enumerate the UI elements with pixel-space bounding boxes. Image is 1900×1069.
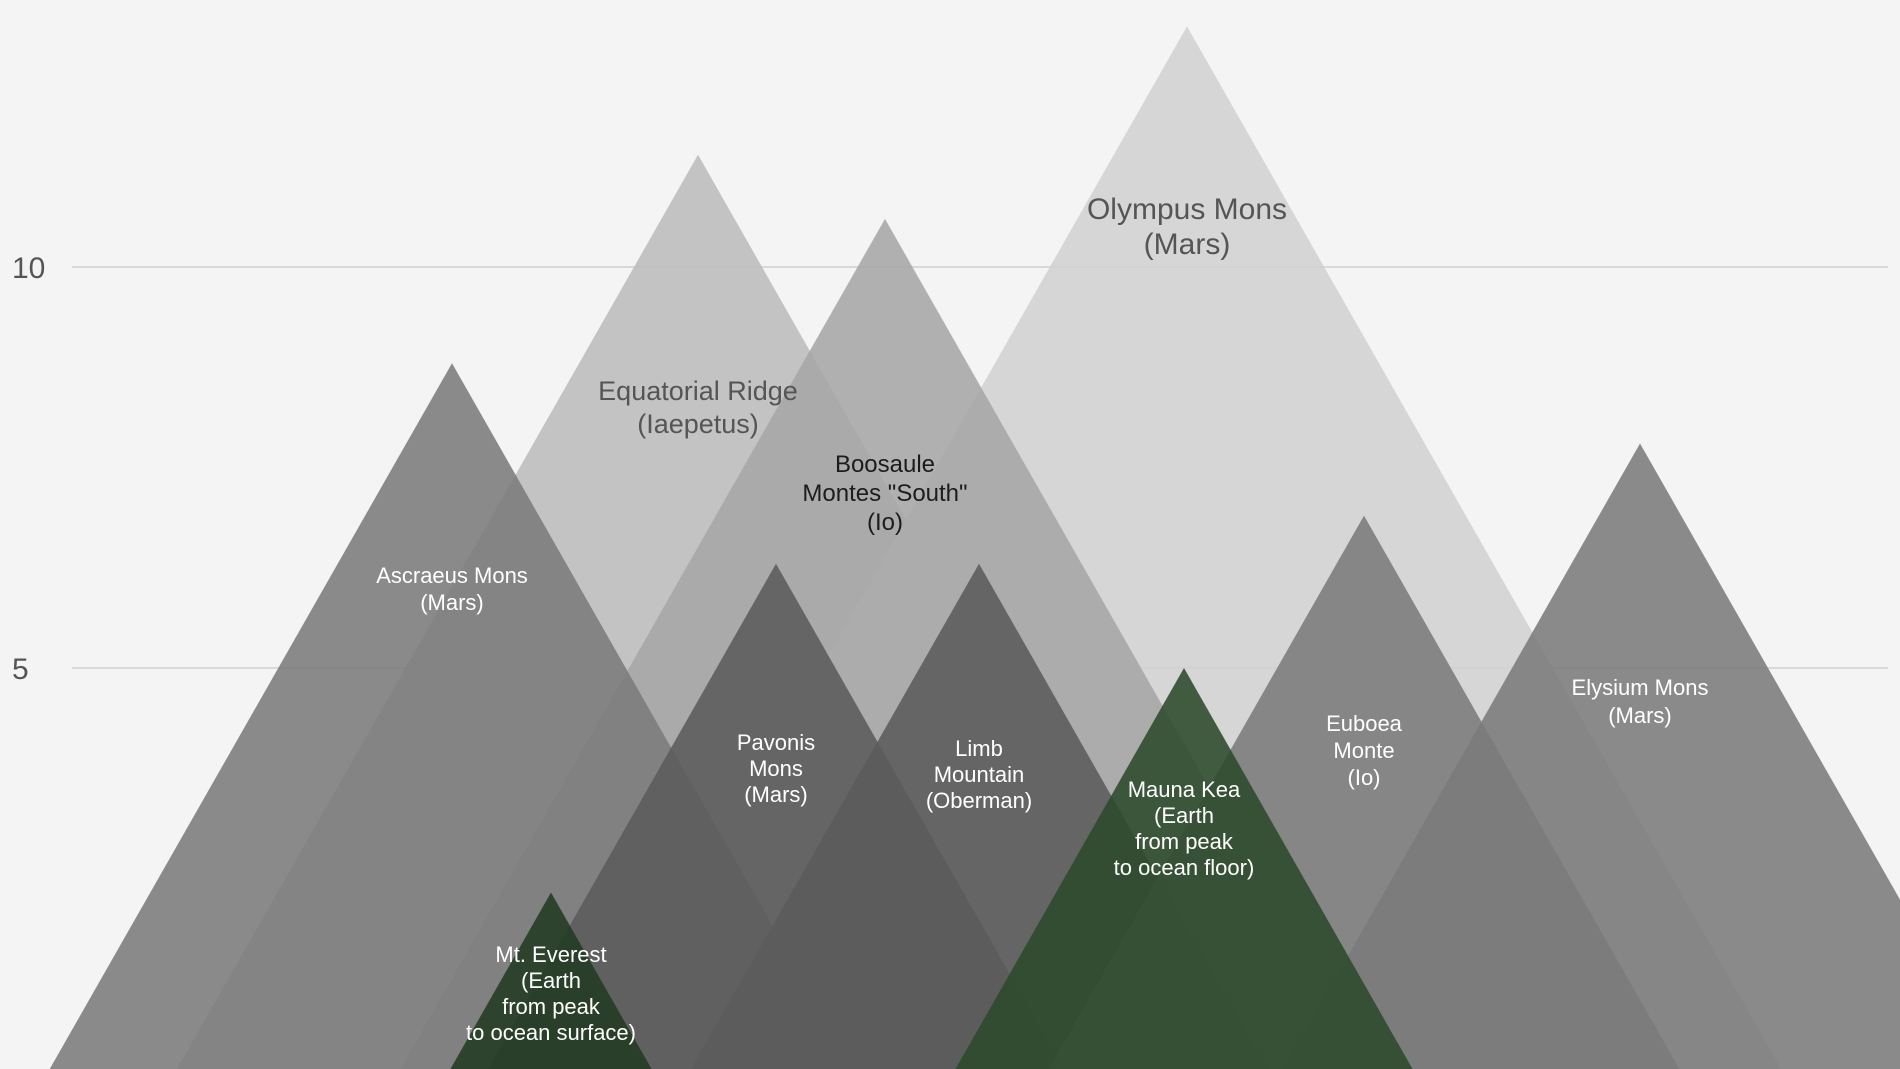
mountain-label-line: (Earth [521,968,581,993]
mountain-label-line: Limb [955,736,1003,761]
y-tick-label-10: 10 [12,252,45,285]
mountain-label-line: Elysium Mons [1572,675,1709,700]
mountain-label-line: (Mars) [744,782,808,807]
label-layer: Equatorial Ridge(Iaepetus)Olympus Mons(M… [376,193,1708,1045]
mountain-label-2: Olympus Mons(Mars) [1087,193,1287,261]
mountain-triangle-10 [450,892,652,1069]
mountain-label-8: Elysium Mons (Mars) [1572,675,1709,728]
mountain-label-line: (Earth [1154,803,1214,828]
mountain-layer [49,26,1900,1069]
mountain-label-line: (Mars) [1144,228,1231,261]
mountain-label-line: (Mars) [420,590,484,615]
mountain-triangle-9 [955,668,1413,1069]
mountain-label-line: (Iaepetus) [637,409,759,439]
mountain-label-line: Mauna Kea [1128,777,1241,802]
mountain-label-line: Equatorial Ridge [598,376,798,406]
mountain-label-4: Ascraeus Mons(Mars) [376,563,528,615]
y-tick-label-5: 5 [12,653,29,686]
mountain-label-line: Mons [749,756,803,781]
mountain-label-line: Boosaule [835,451,935,478]
mountain-label-line: Mt. Everest [495,942,606,967]
mountain-label-line: from peak [1135,829,1234,854]
mountain-label-line: Monte [1333,738,1394,763]
mountain-label-line: (Io) [867,509,903,536]
mountain-label-line: from peak [502,994,601,1019]
mountain-label-line: Olympus Mons [1087,193,1287,226]
mountain-label-line: Pavonis [737,730,815,755]
mountain-label-line: (Oberman) [926,788,1032,813]
mountain-label-line: Ascraeus Mons [376,563,528,588]
mountain-label-line: Montes "South" [802,480,967,507]
mountain-label-line: (Mars) [1608,703,1672,728]
mountain-label-line: (Io) [1348,765,1381,790]
mountain-label-1: Equatorial Ridge(Iaepetus) [598,376,798,439]
mountain-label-line: to ocean floor) [1114,855,1255,880]
mountain-label-line: Euboea [1326,711,1403,736]
mountain-label-line: to ocean surface) [466,1020,636,1045]
mountain-triangle-8 [1283,443,1900,1069]
mountain-label-line: Mountain [934,762,1025,787]
